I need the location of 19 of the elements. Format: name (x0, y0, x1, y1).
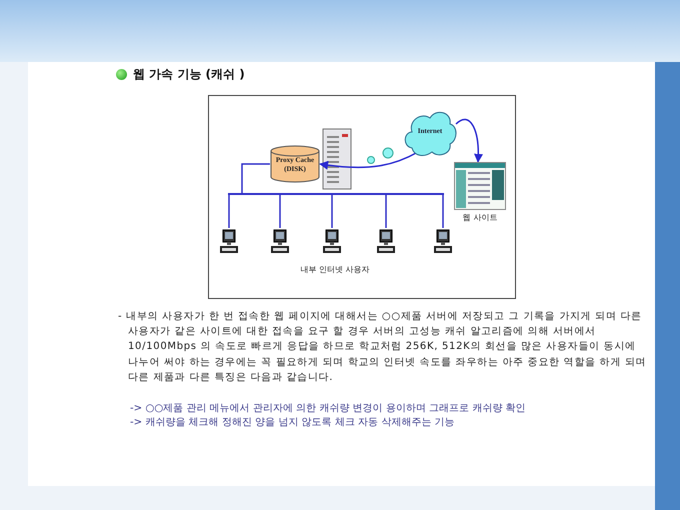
node-label: 웹 사이트 (462, 212, 498, 223)
connector-line (279, 195, 281, 228)
connector-line (385, 195, 387, 228)
database-cylinder (270, 145, 320, 183)
computer-icon (270, 228, 290, 256)
feature-line: -> 캐쉬량을 체크해 정해진 양을 넘지 않도록 체크 자동 삭제해주는 기능 (130, 416, 456, 430)
computer-icon (219, 228, 239, 256)
connector-line (228, 195, 230, 228)
arrow (456, 118, 483, 163)
connector-line (241, 163, 270, 193)
computer-icon (376, 228, 396, 256)
body-paragraph: - 내부의 사용자가 한 번 접속한 웹 페이지에 대해서는 ○○제품 서버에 저장되고 그 기록을 가지게 되며 다른 사용자가 같은 사이트에 대한 접속을 요구 할 경우 서버의 고성능 캐쉬 알고리즘에 의해 서버에서 10/100Mbps 의 속도로 빠르게 응답을 하므로 학교처럼 256K, 512K의 회선을 많은 사용자들이 동시에 나누어 써야 하는 경우에는 꼭 필요하게 되며 학교의 인터넷 속도를 좌우하는 아주 중요한 역할을 하게 되며 다른 제품과 다른 특징은 다음과 같습니다. (118, 310, 648, 385)
feature-line: -> ○○제품 관리 메뉴에서 관리자에 의한 캐쉬량 변경이 용이하며 그래프로 캐쉬량 확인 (130, 402, 527, 416)
connector-line (331, 195, 333, 228)
computer-icon (322, 228, 342, 256)
computer-icon (433, 228, 453, 256)
slide-title: 웹 가속 기능 (캐쉬 ) (133, 66, 245, 83)
connector-line (442, 195, 444, 228)
diagram-caption: 내부 인터넷 사용자 (299, 264, 371, 275)
